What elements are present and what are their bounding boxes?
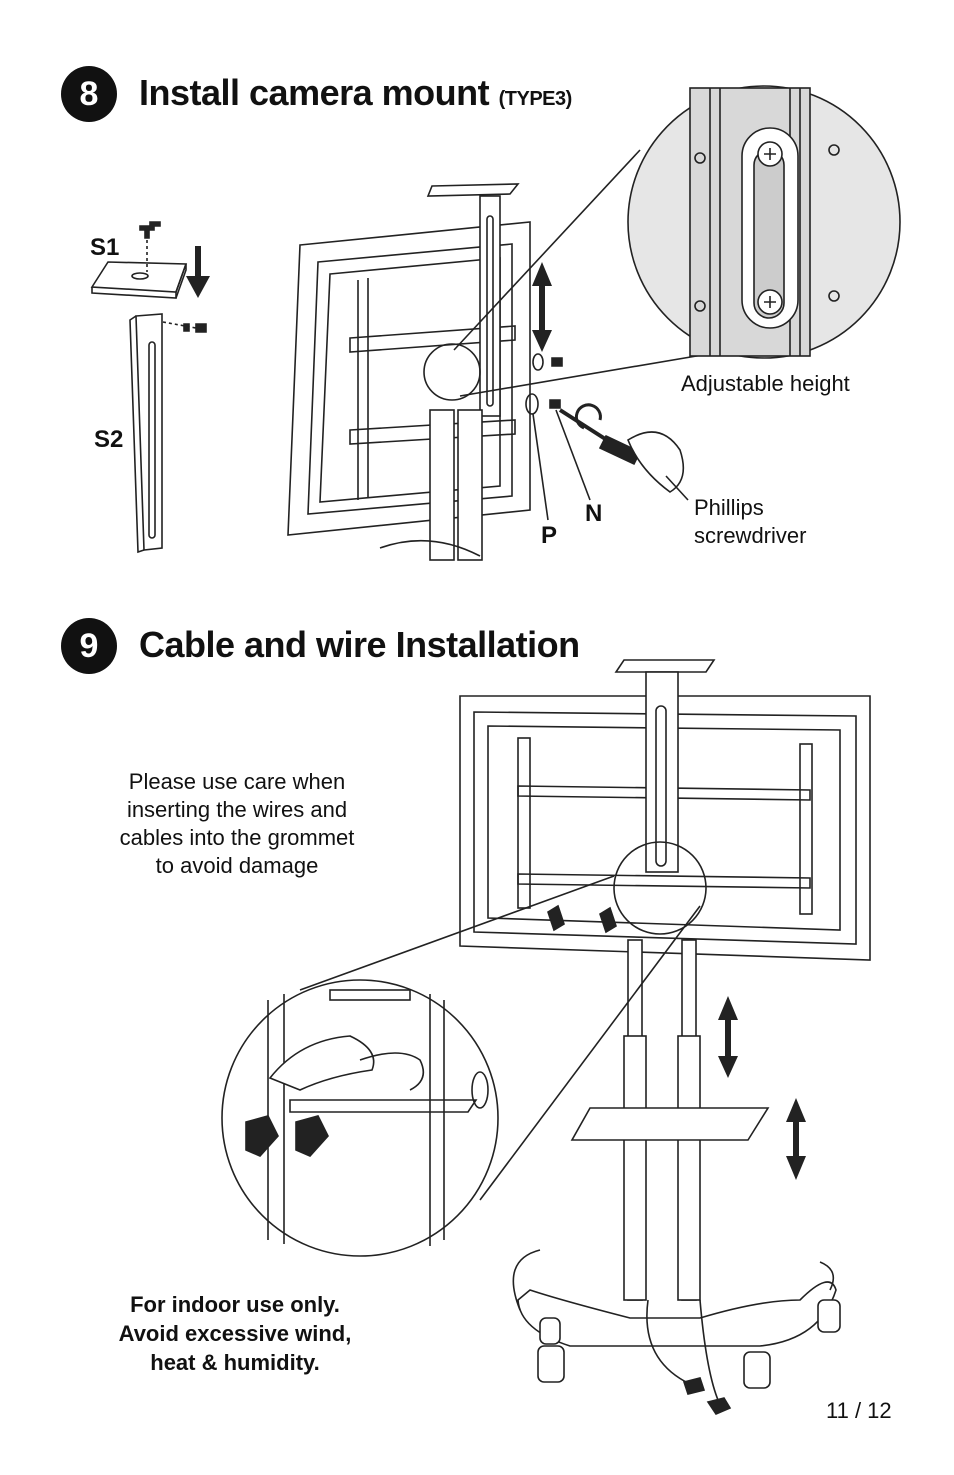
tv-cart-drawing-step9 xyxy=(459,659,871,1415)
label-n: N xyxy=(585,500,603,527)
screwdriver-label: Phillips screwdriver xyxy=(694,494,806,550)
care-note-line-1: Please use care when xyxy=(128,769,346,794)
page-number: 11 / 12 xyxy=(826,1398,892,1423)
indoor-warning-line-2: Avoid excessive wind, xyxy=(118,1321,352,1346)
care-note-line-2: inserting the wires and xyxy=(126,797,348,822)
step-9-badge: 9 xyxy=(61,618,117,674)
camera-pole-s2-drawing xyxy=(129,313,207,554)
care-note-line-4: to avoid damage xyxy=(155,853,319,878)
step-8-badge: 8 xyxy=(61,66,117,122)
zoom-detail-step8 xyxy=(453,85,901,397)
care-note-line-3: cables into the grommet xyxy=(119,825,355,850)
adjustable-height-label: Adjustable height xyxy=(681,371,850,396)
step-9-number: 9 xyxy=(79,626,99,665)
step-8-subtitle: (TYPE3) xyxy=(498,88,573,110)
camera-plate-s1-drawing xyxy=(90,221,188,299)
step-8-title-text: Install camera mount xyxy=(139,72,490,113)
zoom-detail-step9 xyxy=(221,875,701,1257)
step-8-title: Install camera mount (TYPE3) xyxy=(139,72,572,114)
indoor-warning-line-3: heat & humidity. xyxy=(150,1350,320,1375)
screwdriver-label-line-2: screwdriver xyxy=(694,523,807,548)
step-9-title: Cable and wire Installation xyxy=(139,624,580,665)
indoor-warning: For indoor use only. Avoid excessive win… xyxy=(90,1290,380,1377)
label-s2: S2 xyxy=(94,426,124,453)
tv-stand-drawing-step8 xyxy=(287,183,531,561)
label-s1: S1 xyxy=(90,234,120,261)
label-p: P xyxy=(541,522,558,549)
screwdriver-label-line-1: Phillips xyxy=(694,495,764,520)
step-8-number: 8 xyxy=(79,74,99,113)
care-note: Please use care when inserting the wires… xyxy=(92,768,382,880)
indoor-warning-line-1: For indoor use only. xyxy=(130,1292,340,1317)
